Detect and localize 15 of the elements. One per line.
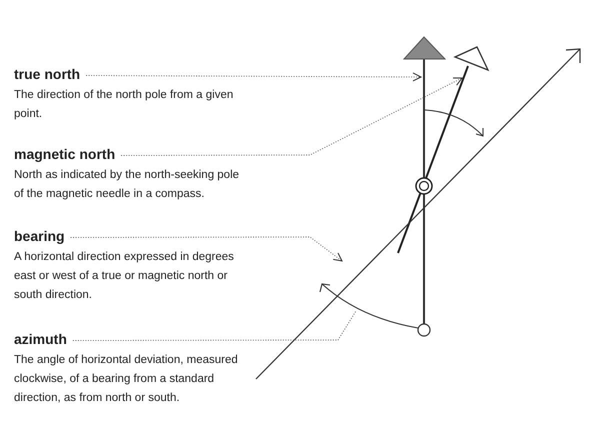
term-heading: bearing	[14, 228, 65, 245]
definition-text: The direction of the north pole from a given point.	[14, 88, 234, 122]
leader-line	[70, 236, 342, 262]
definition-text: North as indicated by the north-seeking pole of the magnetic needle in a compass.	[14, 168, 240, 202]
definition-text: The angle of horizontal deviation, measured clockwise, of a bearing from a standard direction, as from north or south.	[14, 353, 239, 406]
bearing-line	[256, 48, 581, 380]
term-heading: true north	[14, 66, 80, 83]
leader-line	[120, 78, 462, 156]
compass-needle	[397, 46, 490, 254]
true-north-line	[402, 36, 446, 324]
definition-text: A horizontal direction expressed in degrees east or west of a true or magnetic north or south direction.	[14, 250, 235, 303]
term-heading: magnetic north	[14, 146, 116, 163]
leader-line	[86, 72, 422, 82]
leader-line	[72, 310, 356, 341]
term-heading: azimuth	[14, 331, 67, 348]
